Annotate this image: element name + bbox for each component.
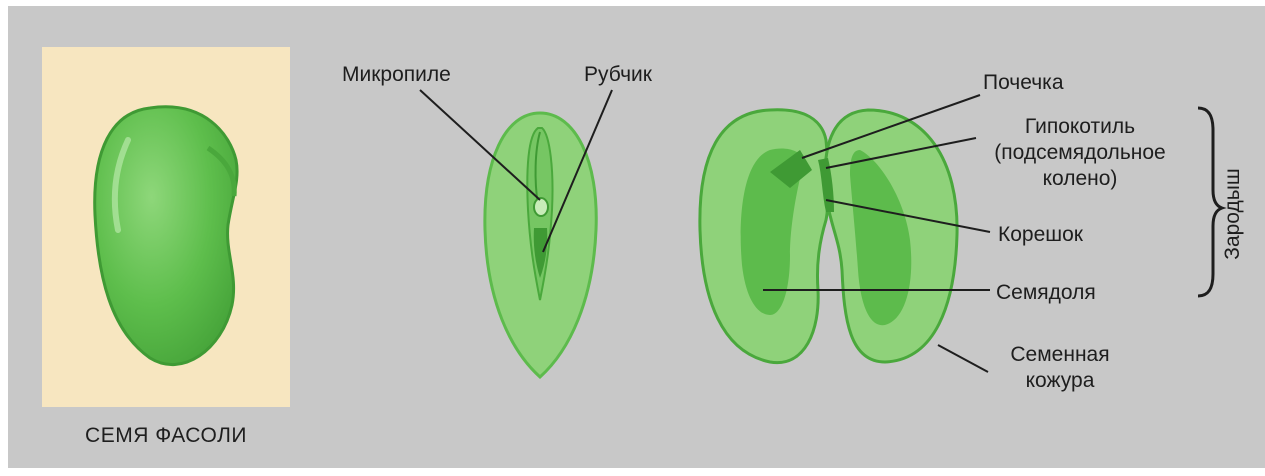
label-hypocotyl-line1: Гипокотиль [960,114,1200,140]
label-hypocotyl-line2: (подсемядольное [960,140,1200,166]
whole-bean-seed [95,107,237,365]
label-seed-coat: Семенная кожура [980,342,1140,394]
caption-bean-seed: СЕМЯ ФАСОЛИ [56,424,276,448]
label-hypocotyl: Гипокотиль (подсемядольное колено) [960,114,1200,192]
label-hilum: Рубчик [584,62,652,88]
label-radicle: Корешок [998,222,1083,248]
label-hypocotyl-line3: колено) [960,166,1200,192]
embryo-brace [1198,108,1222,296]
label-embryo: Зародыш [1221,168,1245,259]
label-seed-coat-line1: Семенная [980,342,1140,368]
label-cotyledon: Семядоля [996,280,1096,306]
side-view-seed [485,113,596,377]
label-micropyle: Микропиле [342,62,451,88]
label-seed-coat-line2: кожура [980,368,1140,394]
label-plumule: Почечка [983,70,1064,96]
